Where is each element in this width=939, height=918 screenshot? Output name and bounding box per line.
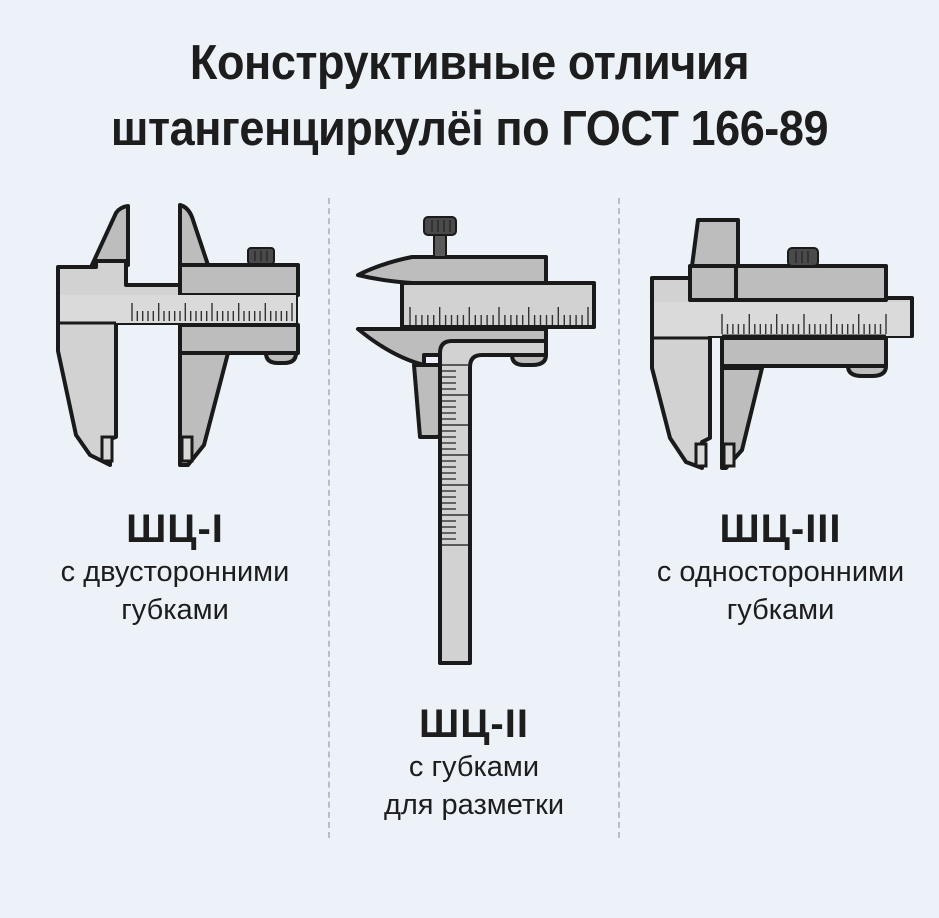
type-code: ШЦ-III <box>719 507 842 551</box>
type-desc-line-2: губками <box>121 594 229 626</box>
caliper-one-sided-icon <box>650 218 914 470</box>
title-line-1: Конструктивные отличия <box>189 36 750 90</box>
caliper-marking-jaws-icon <box>356 216 596 665</box>
label-shc-2: ШЦ-II с губками для разметки <box>330 700 618 824</box>
type-desc-line-1: с губками <box>408 751 540 783</box>
page-title: Конструктивные отличия штангенциркулёі п… <box>38 30 902 162</box>
caliper-two-sided-icon <box>56 203 300 467</box>
dashed-divider-left <box>328 198 330 838</box>
title-line-2: штангенциркулёі по ГОСТ 166-89 <box>110 102 829 156</box>
dashed-divider-right <box>618 198 620 838</box>
label-shc-1: ШЦ-I с двусторонними губками <box>20 505 330 629</box>
label-shc-3: ШЦ-III с односторонними губками <box>622 505 939 629</box>
caliper-shc-3-illustration <box>650 218 914 470</box>
type-desc-line-1: с двусторонними <box>60 556 290 588</box>
type-desc-line-1: с односторонними <box>656 556 905 588</box>
type-desc-line-2: для разметки <box>383 789 565 821</box>
type-desc-line-2: губками <box>726 594 835 626</box>
caliper-shc-2-illustration <box>352 215 602 667</box>
caliper-shc-1-illustration <box>56 203 306 473</box>
type-code: ШЦ-II <box>419 702 529 746</box>
type-code: ШЦ-I <box>126 507 224 551</box>
